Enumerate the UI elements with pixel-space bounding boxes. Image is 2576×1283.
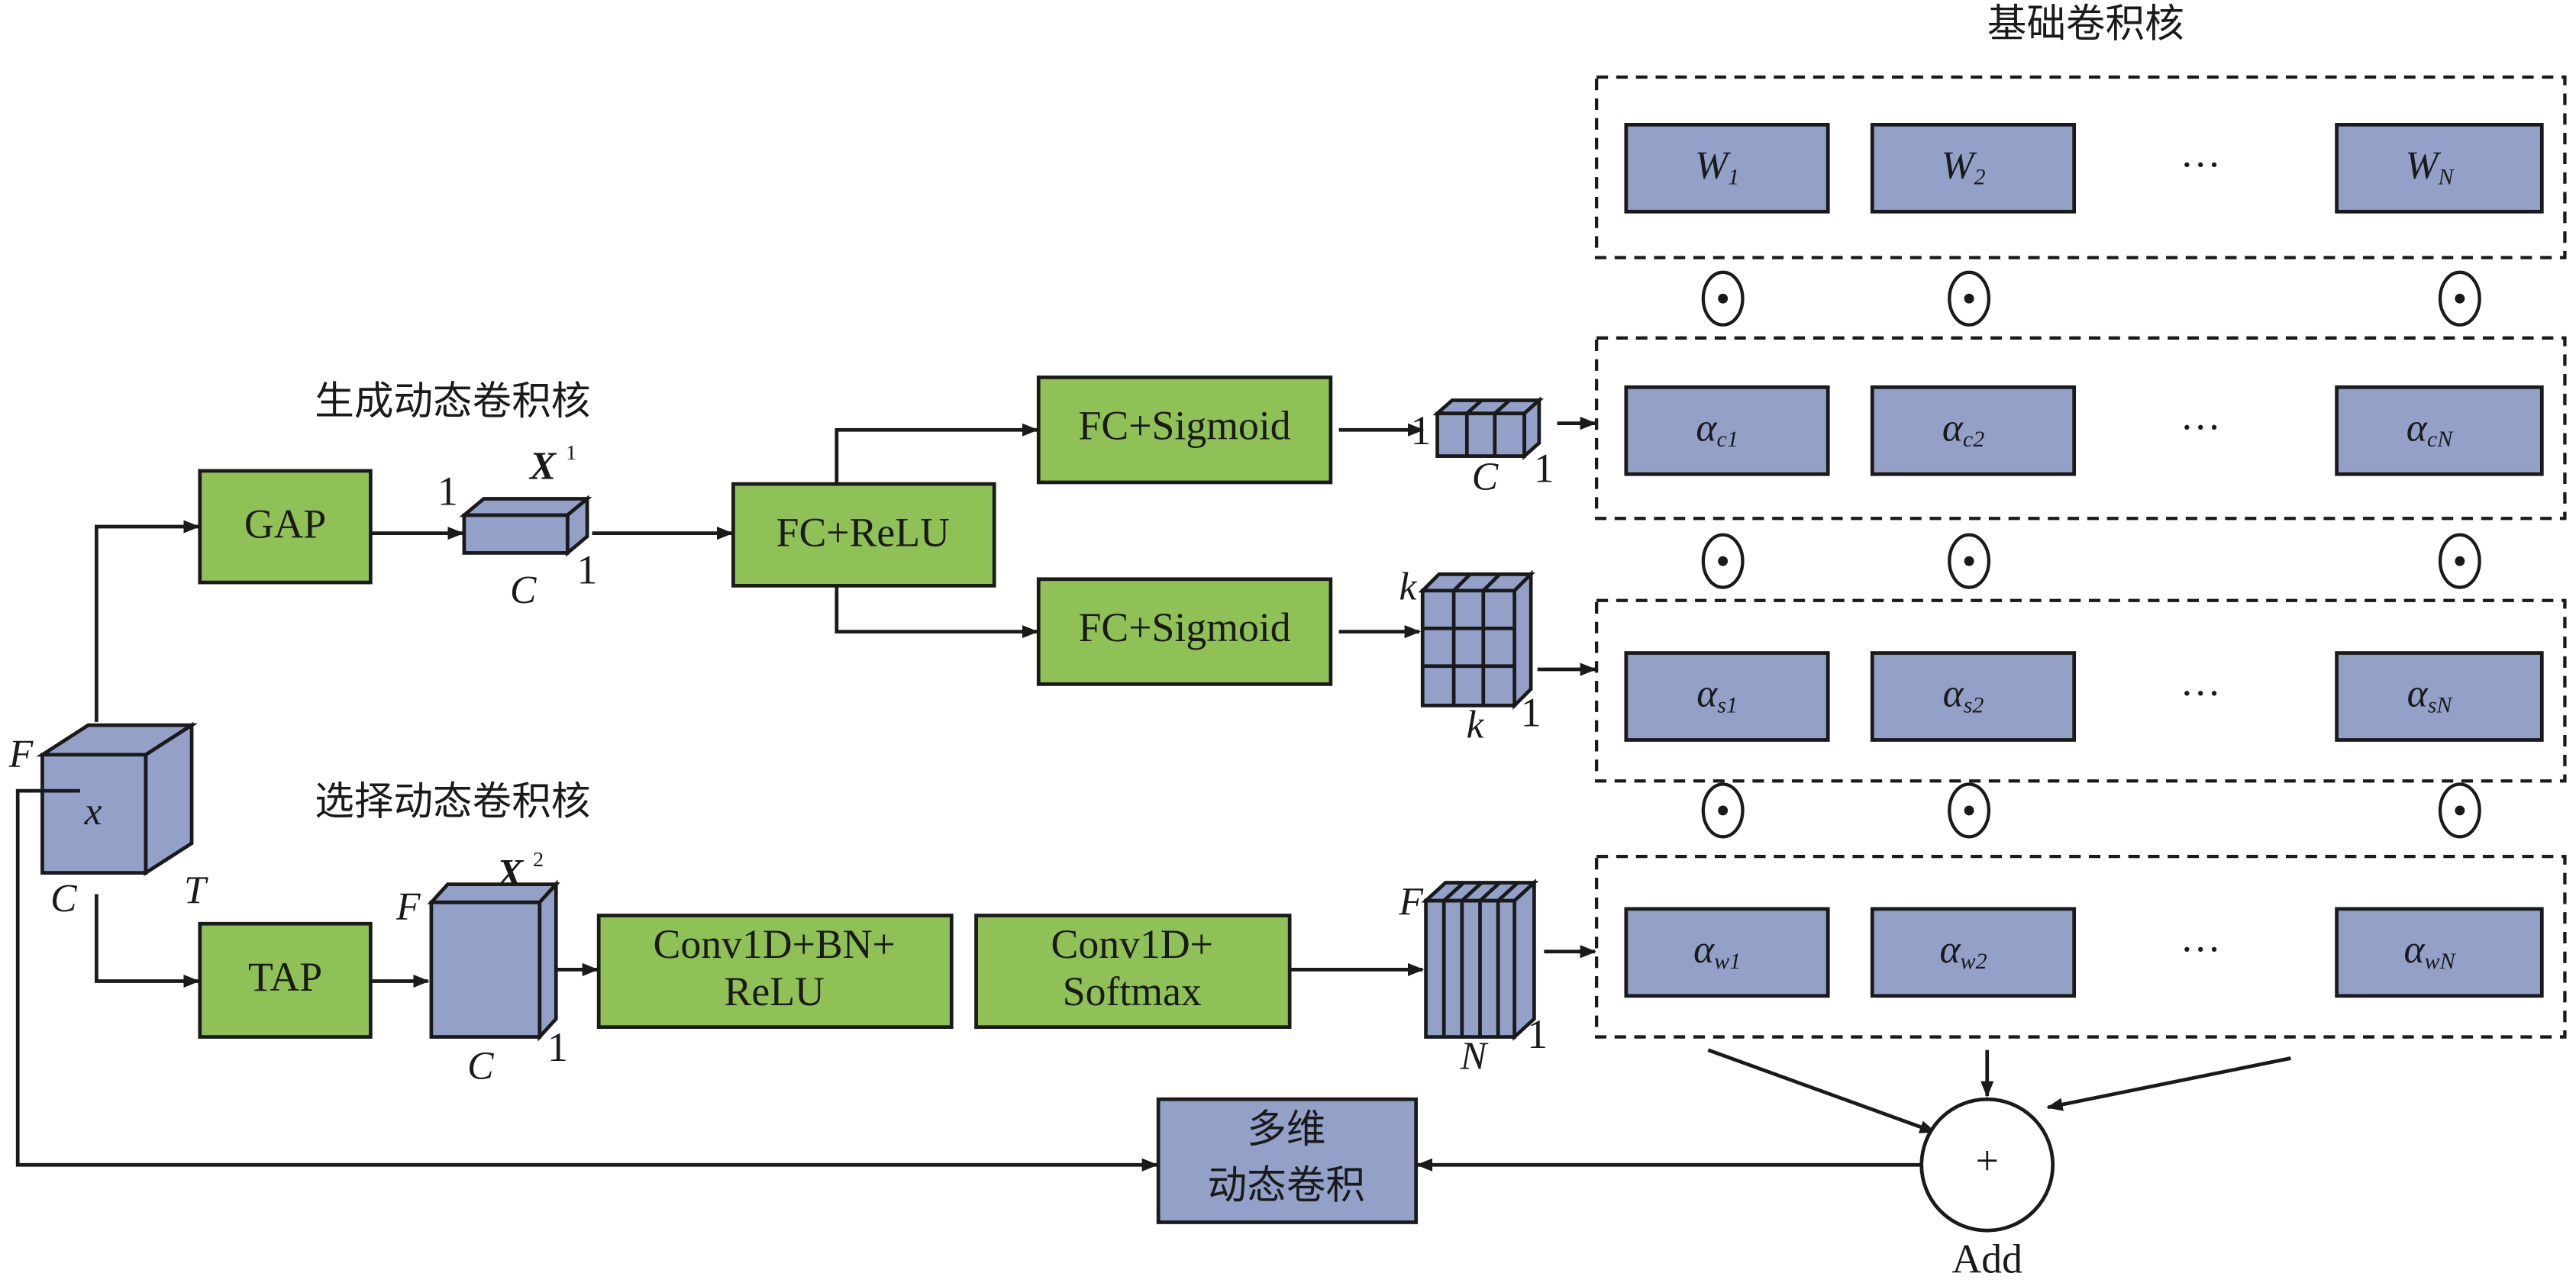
kernel-cell-label: αwN <box>2403 928 2456 974</box>
generate-title: 生成动态卷积核 <box>315 379 590 424</box>
dim-label: 1 <box>1411 408 1432 453</box>
select-title: 选择动态卷积核 <box>315 779 590 824</box>
kernel-cell-label: αcN <box>2407 406 2454 452</box>
dim-label: F <box>1398 880 1423 924</box>
kernel-cell-label: αc2 <box>1942 406 1984 452</box>
kernel-cell <box>1870 123 2077 214</box>
kernel-cell <box>1870 651 2077 742</box>
kernel-cell-label: αw1 <box>1693 928 1741 974</box>
add-symbol: + <box>1976 1138 1999 1184</box>
multi-dim-dynamic-conv-block <box>1156 1097 1419 1224</box>
ellipsis: ··· <box>2180 405 2221 450</box>
dim-label: C <box>1472 456 1499 499</box>
dim-label: T <box>184 869 208 912</box>
conv1-label: ReLU <box>725 969 825 1014</box>
conv2-label: Conv1D+ <box>1051 921 1213 967</box>
kernel-cell-label: αs1 <box>1696 672 1738 717</box>
dim-label: C <box>50 877 77 920</box>
base-kernels-title: 基础卷积核 <box>1987 1 2184 47</box>
kernel-group-box <box>1594 598 2567 783</box>
kernel-cell <box>1624 907 1830 998</box>
tensor-label: X <box>496 852 525 895</box>
dim-label: 1 <box>577 547 598 593</box>
kernel-cell-label: αsN <box>2407 672 2454 717</box>
kernel-cell <box>1870 385 2077 476</box>
tensor-sup: 1 <box>566 441 576 465</box>
dim-label: 1 <box>1521 690 1541 736</box>
dim-label: 1 <box>1534 445 1554 491</box>
fc-sigmoid-block-2 <box>1036 577 1333 686</box>
conv1d-bn-relu-block <box>596 914 954 1030</box>
dim-label: 1 <box>547 1024 568 1070</box>
dim-label: C <box>467 1044 494 1088</box>
kernel-group-box <box>1594 854 2567 1039</box>
fc-relu-block <box>731 482 996 588</box>
kernel-cell <box>2335 907 2544 998</box>
kernel-cell <box>1624 651 1830 742</box>
tap-block <box>198 921 373 1039</box>
spatial-attention-tensor: k k 1 <box>1399 566 1541 747</box>
hadamard-dot <box>2455 556 2465 566</box>
tensor-label: X <box>528 445 557 488</box>
ellipsis: ··· <box>2180 142 2221 188</box>
fc-sigmoid-label: FC+Sigmoid <box>1078 604 1290 650</box>
conv2-label: Softmax <box>1063 969 1202 1014</box>
conv1-label: Conv1D+BN+ <box>653 921 895 967</box>
gap-block <box>198 469 373 585</box>
kernel-cell <box>1624 385 1830 476</box>
kernel-cell <box>2335 123 2544 214</box>
input-tensor: x F C T <box>8 721 208 920</box>
kernel-cell <box>2335 385 2544 476</box>
kernel-group-box <box>1594 75 2567 260</box>
dim-label: k <box>1467 703 1485 746</box>
output-label: 动态卷积 <box>1208 1162 1365 1208</box>
hadamard-dot <box>2455 293 2465 304</box>
ellipsis: ··· <box>2180 926 2221 972</box>
dim-label: F <box>395 885 421 929</box>
fc-sigmoid-block-1 <box>1036 376 1333 485</box>
fc-sigmoid-label: FC+Sigmoid <box>1078 403 1290 449</box>
tensor-sup: 2 <box>533 848 544 872</box>
kernel-cell-label: αw2 <box>1939 928 1987 974</box>
hadamard-dot <box>1964 805 1974 816</box>
kernel-cell-label: W1 <box>1695 143 1739 189</box>
dim-label: 1 <box>1527 1011 1548 1057</box>
kernel-cell-label: αs2 <box>1943 672 1984 717</box>
fc-relu-label: FC+ReLU <box>776 509 950 555</box>
kernel-cell <box>1870 907 2077 998</box>
conv1d-softmax-block <box>974 914 1292 1030</box>
add-label: Add <box>1951 1236 2022 1282</box>
hadamard-dot <box>1718 556 1729 566</box>
kernel-rows: W1 W2 WN ··· αc1 αc2 αcN ··· αs1 αs2 αsN ··· αw1 αw2 α… <box>1594 75 2567 1039</box>
x2-tensor: X 2 F C 1 <box>395 848 568 1088</box>
hadamard-dot <box>1964 556 1974 566</box>
x1-tensor: X 1 1 C 1 <box>437 441 598 612</box>
dim-label: 1 <box>437 469 458 514</box>
output-label: 多维 <box>1247 1107 1325 1152</box>
kernel-cell-label: αc1 <box>1696 406 1738 452</box>
kernel-cell-label: WN <box>2406 143 2455 189</box>
kernel-cell <box>1624 123 1830 214</box>
hadamard-dot <box>1964 293 1974 304</box>
gap-label: GAP <box>244 501 327 547</box>
dim-label: C <box>510 569 537 612</box>
dim-label: N <box>1460 1034 1489 1078</box>
kernel-cell <box>2335 651 2544 742</box>
kernel-group-box <box>1594 336 2567 521</box>
dim-label: k <box>1399 566 1417 609</box>
hadamard-dot <box>1718 293 1729 304</box>
ellipsis: ··· <box>2180 670 2221 716</box>
kernel-attention-tensor: F N 1 <box>1398 878 1548 1078</box>
tap-label: TAP <box>248 954 322 1000</box>
hadamard-dot <box>2455 805 2465 816</box>
kernel-cell-label: W2 <box>1942 143 1986 189</box>
hadamard-dot <box>1718 805 1729 816</box>
channel-attention-tensor: 1 C 1 <box>1411 396 1554 499</box>
dim-label: F <box>8 733 34 776</box>
input-symbol: x <box>84 790 102 833</box>
